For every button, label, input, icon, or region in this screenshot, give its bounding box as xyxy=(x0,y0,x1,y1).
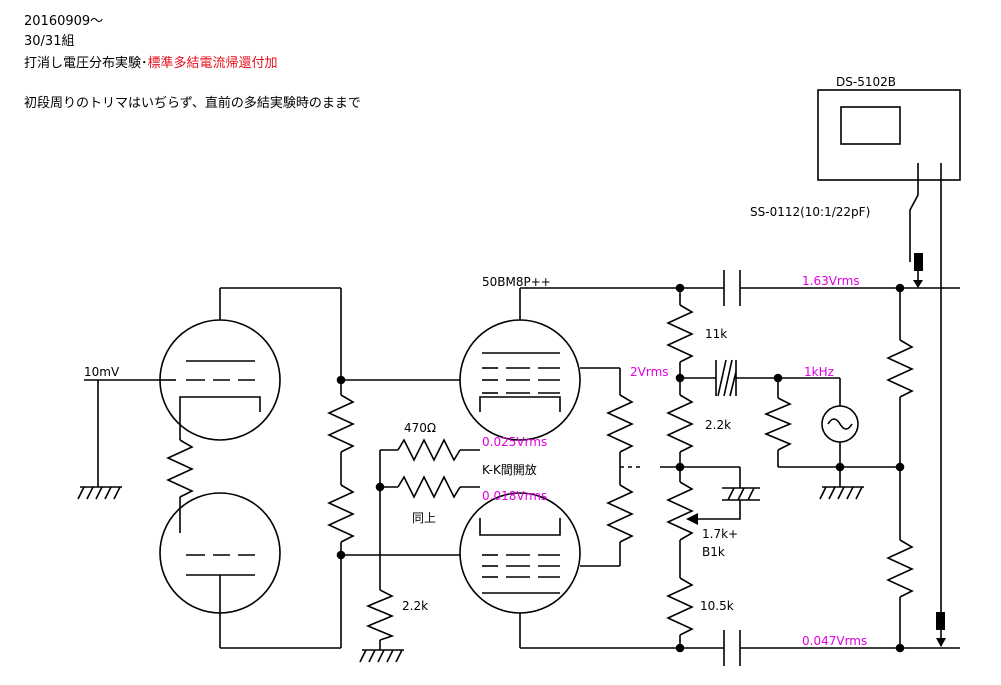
header-note: 初段周りのトリマはいぢらず、直前の多結実験時のままで xyxy=(24,96,361,111)
input-stage: 10mV xyxy=(77,287,342,649)
v-kk1-label: 0.025Vrms xyxy=(482,435,547,449)
probe-1-tip xyxy=(914,253,923,271)
divider-chain: 11k 2Vrms 2.2k 1.7k+ B1k 10.5k xyxy=(630,283,760,653)
freq-label: 1kHz xyxy=(804,365,834,379)
kk-open-label: K-K間開放 xyxy=(482,462,537,477)
oscilloscope-screen xyxy=(840,106,901,145)
oscilloscope: DS-5102B SS-0112(10:1/22pF) xyxy=(750,75,961,647)
header-title: 打消し電圧分布実験･標準多結電流帰還付加 xyxy=(24,52,278,71)
kk-network: 470Ω 同上 2.2k xyxy=(359,421,480,663)
plate-loads xyxy=(327,375,460,560)
oscilloscope-label: DS-5102B xyxy=(836,75,896,89)
r-trim-label: 1.7k+ xyxy=(702,527,738,541)
probe-label: SS-0112(10:1/22pF) xyxy=(750,205,870,219)
header-date: 20160909～ xyxy=(24,14,104,29)
r-470-label: 470Ω xyxy=(404,421,436,435)
v-bot-out-label: 0.047Vrms xyxy=(802,634,867,648)
output-rails: 1.63Vrms 0.047Vrms xyxy=(680,270,960,666)
r-2k2-right-label: 2.2k xyxy=(705,418,731,432)
tube-right-lower xyxy=(459,492,581,614)
v-top-out-label: 1.63Vrms xyxy=(802,274,860,288)
oscilloscope-body xyxy=(817,89,961,181)
signal-injection: 1kHz xyxy=(680,359,900,500)
v-2v-label: 2Vrms xyxy=(630,365,669,379)
r-10k5-label: 10.5k xyxy=(700,599,734,613)
header-group: 30/31組 xyxy=(24,34,75,49)
r-11k-label: 11k xyxy=(705,327,727,341)
input-voltage-label: 10mV xyxy=(84,365,120,379)
v-kk2-label: 0.018Vrms xyxy=(482,489,547,503)
header-title-prefix: 打消し電圧分布実験･ xyxy=(24,56,148,71)
r-trim2-label: B1k xyxy=(702,545,725,559)
r-same-label: 同上 xyxy=(412,511,436,525)
tube-type-label: 50BM8P++ xyxy=(482,275,551,289)
header-title-highlight: 標準多結電流帰還付加 xyxy=(147,56,278,71)
output-tubes: 50BM8P++ 0.025Vrms K-K間開放 0.018Vrms xyxy=(459,275,680,649)
r-2k2-left-label: 2.2k xyxy=(402,599,428,613)
probe-2-tip xyxy=(936,612,945,630)
